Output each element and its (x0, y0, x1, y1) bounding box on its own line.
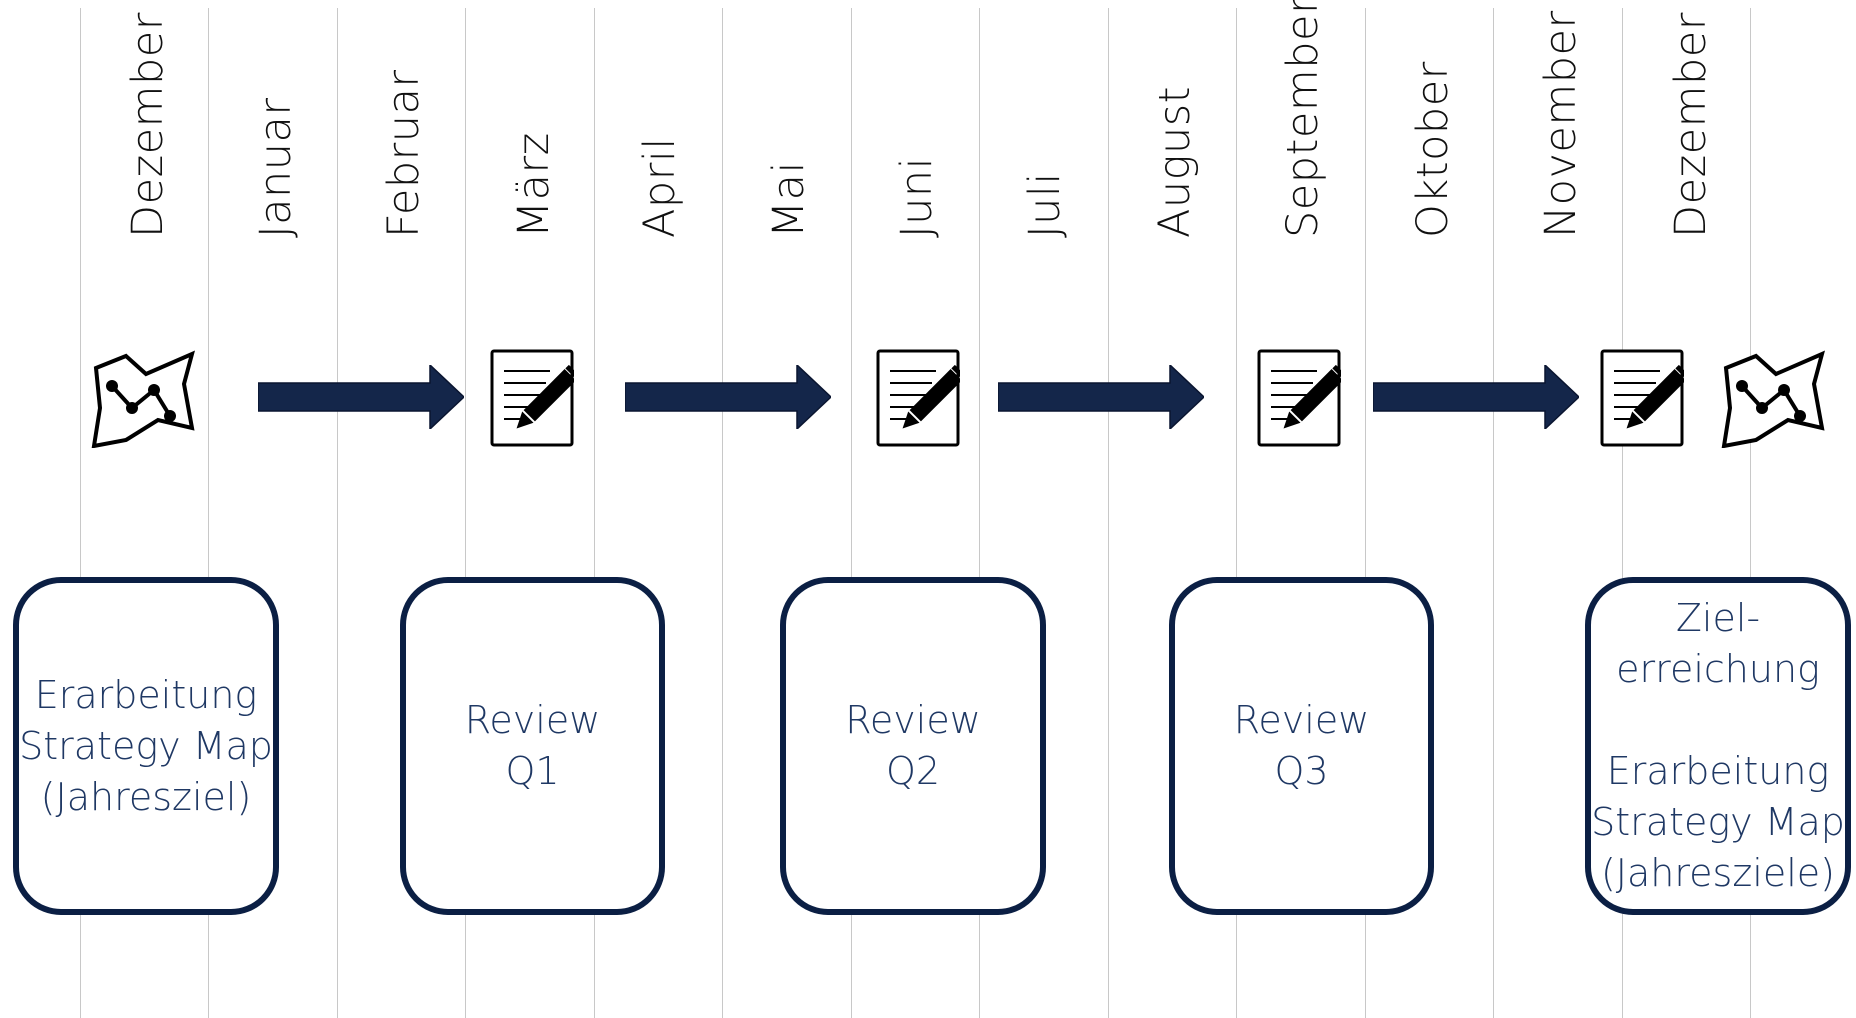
box-text-line: Q2 (885, 749, 941, 793)
strategy-map-icon-start (88, 350, 203, 449)
review-document-icon-q1 (490, 349, 581, 447)
review-document-icon-q2 (876, 349, 967, 447)
month-label: Februar (379, 69, 429, 238)
strategy-map-icon-end (1718, 350, 1833, 449)
month-label: Mai (764, 161, 814, 238)
box-text-line: Review (845, 698, 981, 742)
month-label: April (635, 137, 685, 238)
month-label: Dezember (123, 12, 173, 238)
box-text-line: Erarbeitung (34, 672, 258, 717)
box-text-line: Strategy Map (19, 723, 273, 768)
box-text-line: erreichung (1616, 647, 1820, 691)
progress-arrow (1372, 363, 1581, 431)
month-gridline (1750, 8, 1751, 1018)
month-label: Oktober (1408, 61, 1458, 238)
month-gridline (851, 8, 852, 1018)
box-text-line: (Jahresziele) (1600, 851, 1835, 895)
month-gridline (1493, 8, 1494, 1018)
box-text-line: Review (1233, 698, 1370, 742)
box-text-line: Erarbeitung (1606, 749, 1830, 793)
month-gridline (465, 8, 466, 1018)
month-gridline (1236, 8, 1237, 1018)
month-label: Juni (892, 156, 942, 238)
month-gridline (80, 8, 81, 1018)
review-document-icon-q3 (1257, 349, 1348, 447)
month-label: September (1278, 0, 1328, 238)
progress-arrow (624, 363, 833, 431)
box-text-line: Ziel- (1675, 596, 1761, 640)
month-gridline (337, 8, 338, 1018)
month-gridline (722, 8, 723, 1018)
progress-arrow (257, 363, 466, 431)
month-label: August (1150, 86, 1200, 238)
month-gridline (594, 8, 595, 1018)
progress-arrow (997, 363, 1206, 431)
box-text-line: Q1 (505, 749, 560, 793)
month-label: Juli (1020, 172, 1070, 238)
review-document-icon-q4 (1600, 349, 1691, 447)
box-text-line: Strategy Map (1591, 800, 1845, 844)
month-gridline (208, 8, 209, 1018)
month-label: Dezember (1666, 12, 1716, 238)
month-gridline (1622, 8, 1623, 1018)
month-label: November (1536, 10, 1586, 238)
month-label: Januar (251, 97, 301, 238)
month-gridline (1108, 8, 1109, 1018)
box-text-line: Review (464, 698, 601, 742)
box-text-line: (Jahresziel) (40, 774, 252, 819)
month-label: März (509, 132, 559, 238)
box-text-line: Q3 (1274, 749, 1329, 793)
month-gridline (979, 8, 980, 1018)
month-gridline (1365, 8, 1366, 1018)
